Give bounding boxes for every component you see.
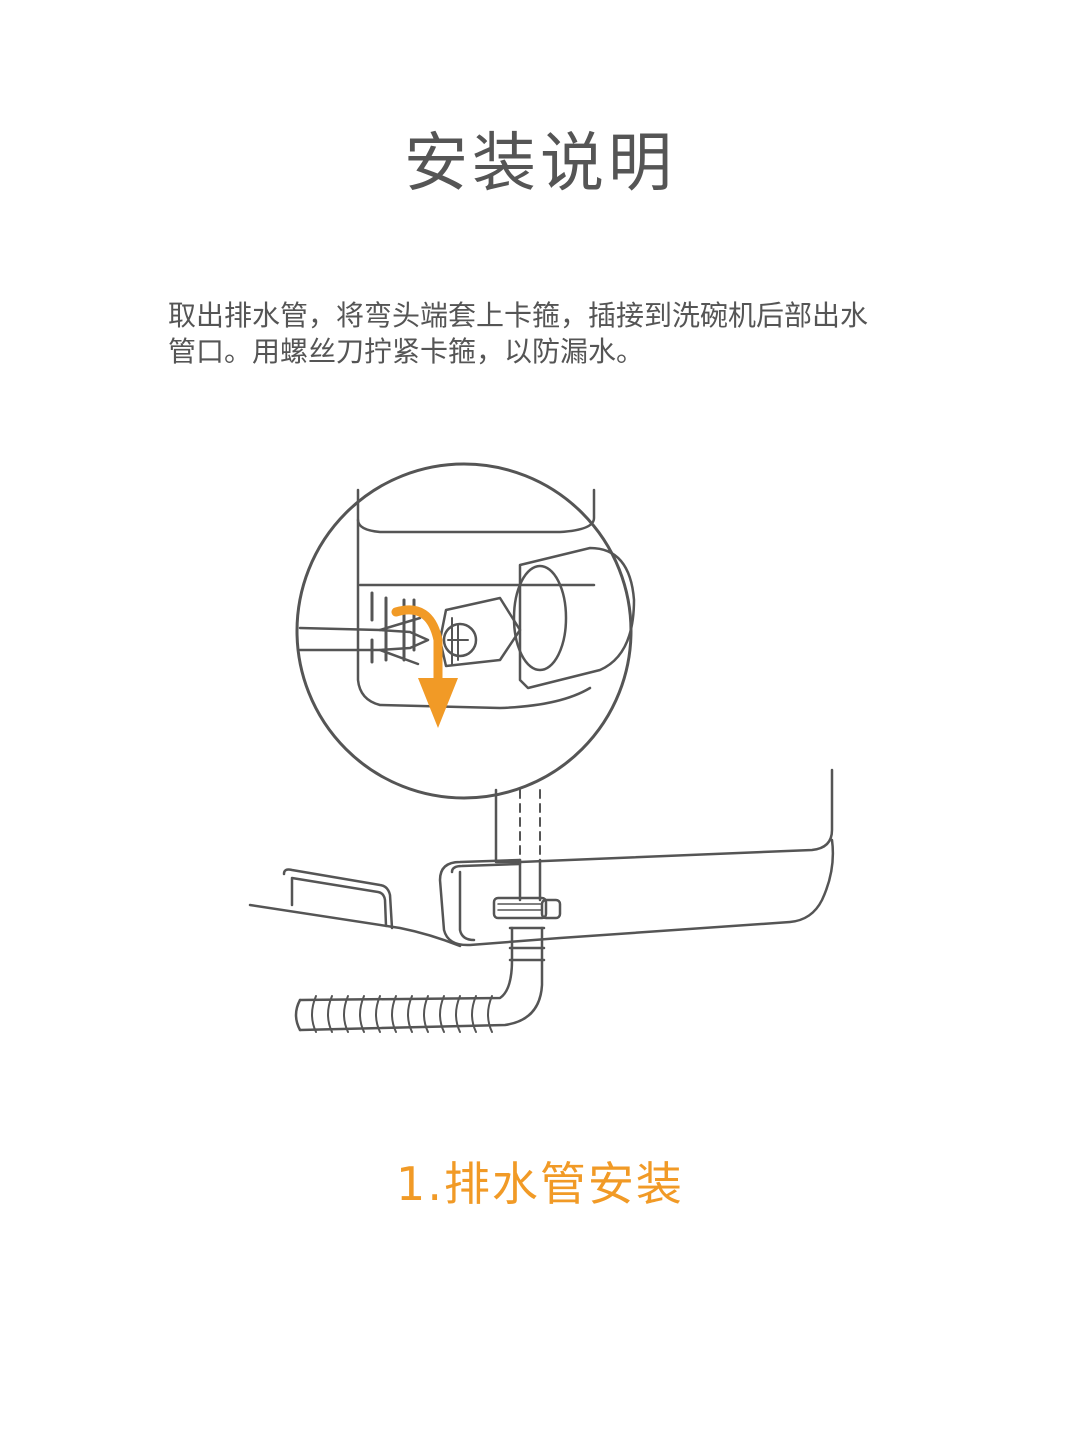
hose-clamp-icon [492, 896, 562, 920]
page-title: 安装说明 [404, 127, 676, 201]
dishwasher-base [248, 768, 835, 948]
zoom-pipe [356, 488, 596, 710]
instruction-line-1: 取出排水管，将弯头端套上卡箍，插接到洗碗机后部出水 [168, 299, 869, 332]
clamp-head [438, 546, 636, 690]
screwdriver-icon [298, 616, 430, 666]
step-caption: 1.排水管安装 [396, 1157, 684, 1211]
drain-hose-icon [294, 926, 546, 1033]
instruction-text: 取出排水管，将弯头端套上卡箍，插接到洗碗机后部出水 管口。用螺丝刀拧紧卡箍，以防… [168, 298, 928, 370]
rotate-arrow-icon [391, 605, 458, 728]
instruction-line-2: 管口。用螺丝刀拧紧卡箍，以防漏水。 [168, 335, 645, 368]
drain-hose-illustration [248, 462, 835, 1033]
magnifier-circle [295, 462, 633, 800]
